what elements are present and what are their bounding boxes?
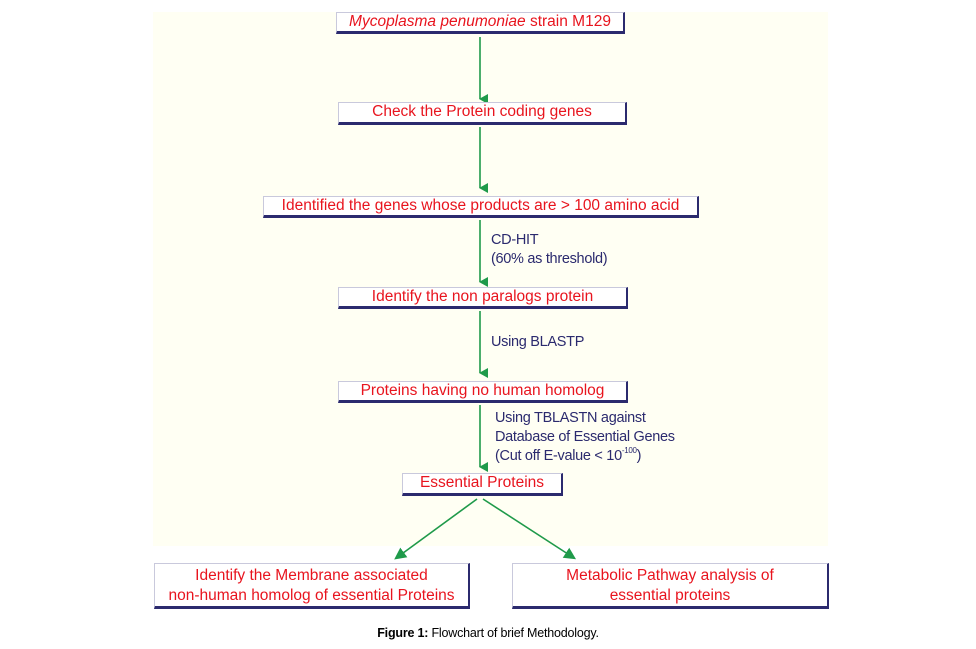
node-label-line: Metabolic Pathway analysis of — [566, 567, 774, 584]
node-organism: Mycoplasma penumoniae strain M129 — [336, 12, 625, 34]
node-label-line: essential proteins — [609, 587, 731, 604]
arrow-n6-n8 — [482, 498, 577, 560]
node-metabolic-pathway: Metabolic Pathway analysis of essential … — [512, 563, 829, 609]
node-no-human-homolog: Proteins having no human homolog — [338, 381, 628, 403]
figure-caption: Figure 1: Flowchart of brief Methodology… — [0, 626, 976, 640]
label-line: CD-HIT — [491, 232, 539, 248]
label-cdhit: CD-HIT (60% as threshold) — [491, 231, 608, 269]
node-label: Identify the non paralogs protein — [371, 288, 594, 305]
node-non-paralogs: Identify the non paralogs protein — [338, 287, 628, 309]
node-essential-proteins: Essential Proteins — [402, 473, 563, 496]
arrow-n6-n7 — [394, 498, 478, 560]
evalue-exponent: -100 — [621, 446, 637, 455]
caption-label: Figure 1: — [377, 626, 429, 640]
label-line: (60% as threshold) — [491, 251, 608, 267]
label-line: Using TBLASTN against — [495, 410, 646, 426]
node-label: Essential Proteins — [419, 474, 545, 491]
caption-text: Flowchart of brief Methodology. — [428, 626, 599, 640]
node-label-line: non-human homolog of essential Proteins — [168, 587, 455, 604]
label-line: Using BLASTP — [491, 334, 585, 350]
label-tblastn: Using TBLASTN against Database of Essent… — [495, 409, 675, 466]
organism-name: Mycoplasma penumoniae — [349, 13, 526, 30]
node-check-coding-genes: Check the Protein coding genes — [338, 102, 627, 125]
node-membrane-associated: Identify the Membrane associated non-hum… — [154, 563, 470, 609]
node-label: Identified the genes whose products are … — [281, 197, 680, 214]
diagram-background — [153, 12, 828, 546]
node-genes-over-100aa: Identified the genes whose products are … — [263, 196, 699, 218]
node-label-line: Identify the Membrane associated — [195, 567, 428, 584]
node-label: Proteins having no human homolog — [360, 382, 605, 399]
node-label: Check the Protein coding genes — [372, 103, 592, 120]
evalue-prefix: (Cut off E-value < 10 — [495, 448, 622, 464]
label-line: Database of Essential Genes — [495, 429, 675, 445]
label-line: (Cut off E-value < 10-100) — [495, 447, 675, 466]
label-blastp: Using BLASTP — [491, 333, 584, 352]
strain-label: strain M129 — [525, 13, 611, 30]
evalue-suffix: ) — [636, 448, 642, 464]
